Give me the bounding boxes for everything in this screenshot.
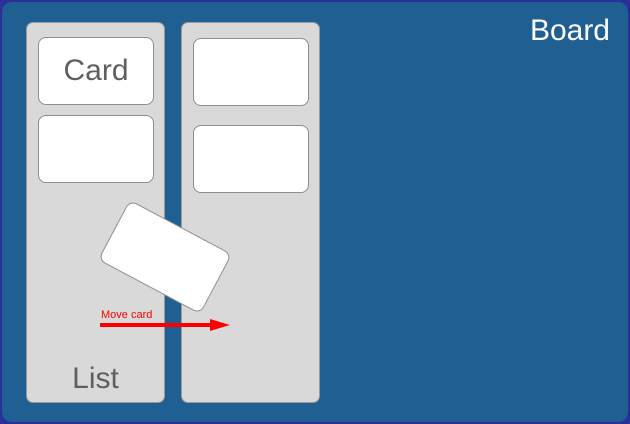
card[interactable] <box>193 38 309 106</box>
board-title: Board <box>529 14 610 47</box>
list-label: List <box>72 362 119 395</box>
card[interactable]: Card <box>38 37 154 105</box>
arrow-right-icon <box>100 323 212 327</box>
list-2 <box>181 22 320 403</box>
card[interactable] <box>193 125 309 193</box>
move-card-label: Move card <box>101 309 153 321</box>
arrow-head-icon <box>210 319 230 331</box>
card[interactable] <box>38 115 154 183</box>
